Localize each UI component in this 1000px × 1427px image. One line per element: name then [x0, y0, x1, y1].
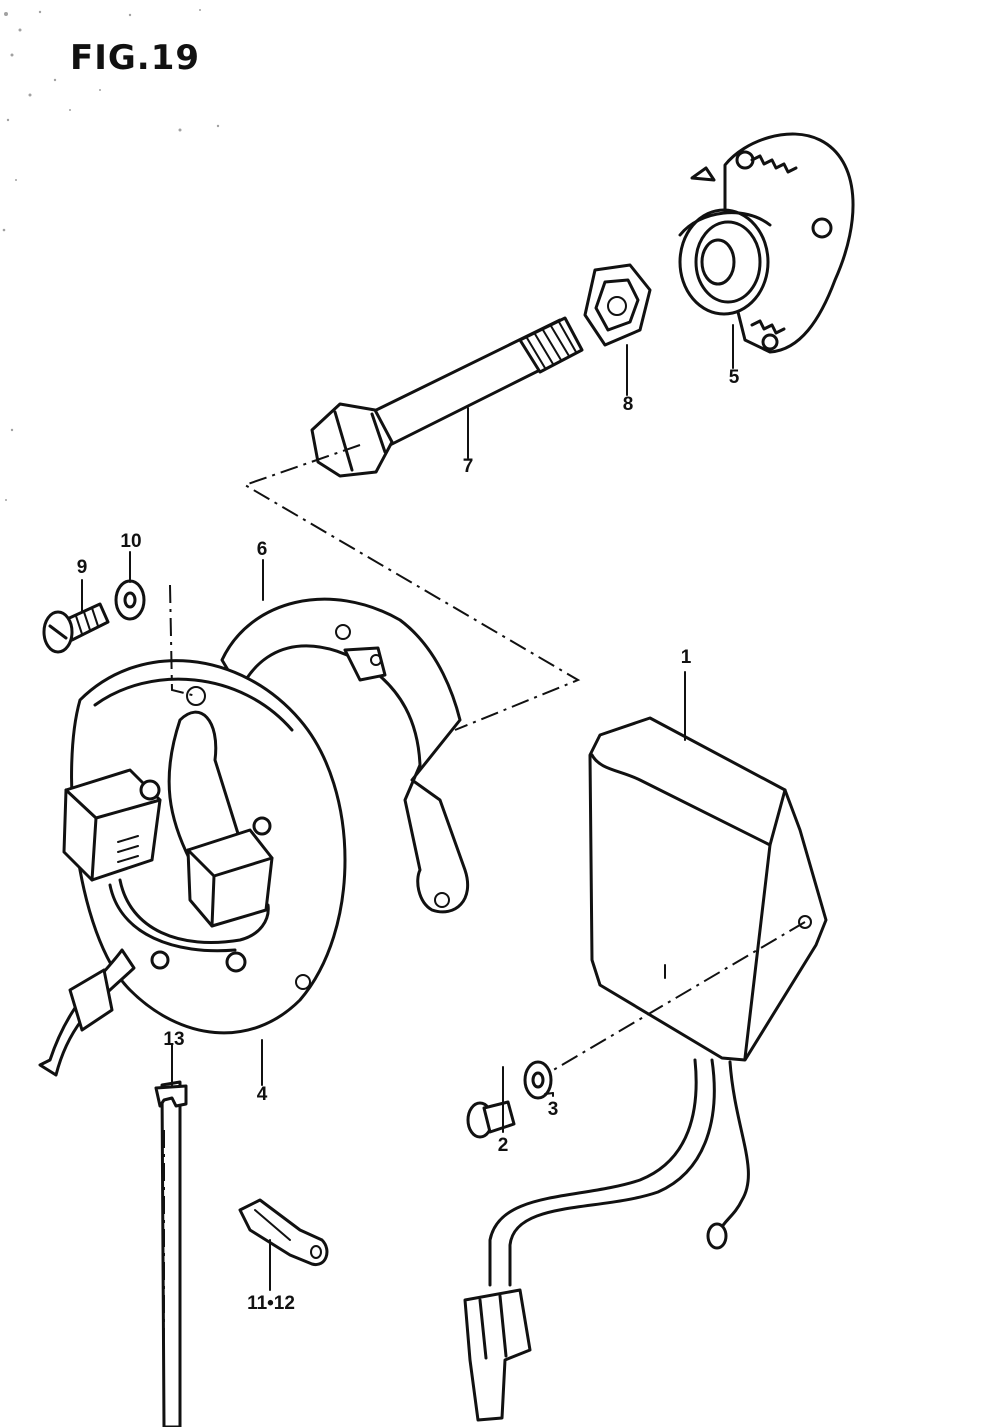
callout-5: 5 — [728, 367, 740, 388]
part-11-12-clamp — [238, 1198, 329, 1267]
part-9-screw — [42, 602, 110, 654]
callout-9: 9 — [76, 557, 88, 578]
callout-2: 2 — [497, 1135, 509, 1156]
callout-13: 13 — [163, 1029, 185, 1050]
callout-8: 8 — [622, 394, 634, 415]
part-4-base-plate — [38, 659, 347, 1077]
part-8-nut — [583, 263, 652, 347]
part-3-washer — [523, 1060, 553, 1100]
callout-7: 7 — [462, 456, 474, 477]
coil-left — [62, 768, 162, 882]
callout-3: 3 — [547, 1099, 559, 1120]
part-2-screw — [466, 1100, 516, 1139]
callout-11-12: 11•12 — [247, 1293, 295, 1314]
part-5-point-assembly — [678, 132, 855, 354]
part-10-washer — [114, 579, 146, 621]
part-1-cdi-unit — [463, 716, 828, 1422]
callout-6: 6 — [256, 539, 268, 560]
coil-center — [186, 816, 274, 928]
part-6-plate — [220, 597, 470, 914]
callout-1: 1 — [680, 647, 692, 668]
callout-10: 10 — [120, 531, 142, 552]
scan-noise — [2, 9, 220, 501]
part-13-strap — [154, 1080, 188, 1427]
part-7-bolt — [310, 316, 584, 478]
figure-title: FIG.19 — [70, 38, 201, 78]
leader-lines — [81, 324, 734, 1291]
callout-4: 4 — [256, 1084, 268, 1105]
alignment-lines — [169, 444, 806, 1073]
